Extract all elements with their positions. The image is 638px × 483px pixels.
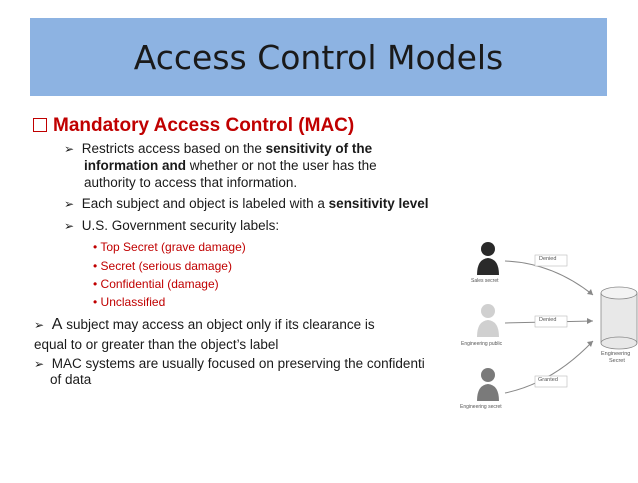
- mac-diagram: Denied Denied Granted Sales secret Engin…: [443, 233, 638, 478]
- object-label: Secret: [609, 358, 625, 364]
- arrow-bullet-icon: ➢: [34, 318, 45, 332]
- decision-label: Denied: [539, 256, 557, 262]
- arrow-line: [504, 340, 594, 394]
- arrowhead-icon: [587, 289, 593, 295]
- user-label: Sales secret: [471, 278, 499, 284]
- decision-box: [534, 254, 568, 267]
- user-label: Engineering secret: [460, 404, 502, 410]
- mac-focus-line2: of data: [50, 372, 92, 387]
- user-label: Engineering public: [461, 341, 503, 347]
- bullet-sensitivity-line3: authority to access that information.: [84, 175, 298, 190]
- arrow-bullet-icon: ➢: [64, 219, 75, 233]
- arrow-bullet-icon: ➢: [34, 357, 45, 371]
- rule-line1: ➢ A subject may access an object only if…: [34, 316, 375, 334]
- label-secret: • Secret (serious damage): [93, 259, 232, 273]
- decision-label: Denied: [539, 317, 557, 323]
- decision-box: [534, 315, 568, 328]
- arrow-bullet-icon: ➢: [64, 197, 75, 211]
- slide-title: Access Control Models: [133, 38, 504, 77]
- mac-focus-text: MAC systems are usually focused on prese…: [51, 356, 425, 371]
- database-icon: [600, 286, 638, 350]
- bullet-sensitivity: ➢ Restricts access based on the sensitiv…: [64, 141, 372, 156]
- label-text: Top Secret (grave damage): [100, 240, 246, 254]
- bullet-text: U.S. Government security labels:: [81, 218, 280, 233]
- user-dark-icon: [477, 242, 499, 275]
- arrowhead-icon: [587, 341, 593, 347]
- label-top-secret: • Top Secret (grave damage): [93, 240, 246, 254]
- bullet-bold-text: sensitivity of the: [265, 141, 373, 156]
- rule-line2: equal to or greater than the object’s la…: [34, 337, 279, 352]
- arrow-line: [504, 260, 594, 296]
- bullet-bold-text: information and: [84, 158, 186, 173]
- decision-box: [534, 375, 568, 388]
- arrow-bullet-icon: ➢: [64, 142, 75, 156]
- decision-label: Granted: [538, 377, 558, 383]
- user-gray-icon: [477, 368, 499, 401]
- arrowhead-icon: [587, 318, 593, 324]
- bullet-text: Restricts access based on the: [81, 141, 266, 156]
- label-confidential: • Confidential (damage): [93, 277, 219, 291]
- bullet-text: Each subject and object is labeled with …: [81, 196, 329, 211]
- label-text: Unclassified: [100, 295, 166, 309]
- label-text: Secret (serious damage): [100, 259, 232, 273]
- mac-heading: Mandatory Access Control (MAC): [33, 115, 354, 137]
- checkbox-bullet-icon: [33, 118, 47, 132]
- user-light-icon: [477, 304, 499, 337]
- bullet-text: whether or not the user has the: [186, 158, 377, 173]
- bullet-bold-text: sensitivity level: [328, 196, 429, 211]
- object-label: Engineering: [601, 351, 631, 357]
- bullet-gov-labels: ➢ U.S. Government security labels:: [64, 218, 279, 233]
- mac-heading-text: Mandatory Access Control (MAC): [53, 115, 355, 136]
- bullet-sensitivity-line2: information and whether or not the user …: [84, 158, 377, 173]
- rule-text: subject may access an object only if its…: [62, 317, 375, 332]
- title-banner: Access Control Models: [30, 18, 607, 96]
- mac-focus-line1: ➢ MAC systems are usually focused on pre…: [34, 356, 454, 371]
- rule-a: A: [51, 316, 63, 333]
- label-unclassified: • Unclassified: [93, 295, 166, 309]
- label-text: Confidential (damage): [100, 277, 219, 291]
- mac-diagram-svg: [477, 242, 638, 401]
- bullet-labeled: ➢ Each subject and object is labeled wit…: [64, 196, 428, 211]
